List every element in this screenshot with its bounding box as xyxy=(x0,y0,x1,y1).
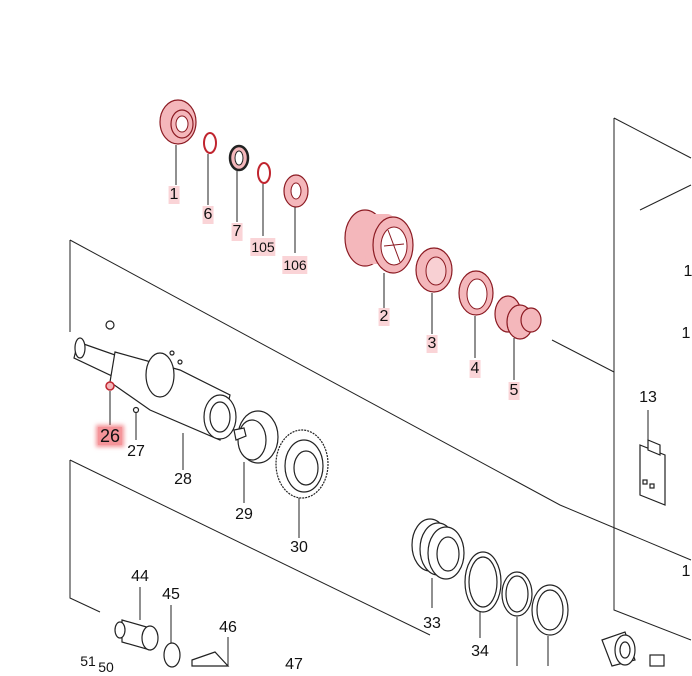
part-29-cam[interactable] xyxy=(233,410,279,503)
label-part-50[interactable]: 50 xyxy=(98,659,114,675)
part-106-washer[interactable] xyxy=(283,174,309,253)
part-4-ring[interactable] xyxy=(458,270,494,358)
part-27-ball[interactable] xyxy=(132,406,140,441)
label-part-26-selected[interactable]: 26 xyxy=(97,426,123,446)
part-5-boot[interactable] xyxy=(494,295,542,380)
label-part-13[interactable]: 13 xyxy=(639,389,657,406)
label-part-6[interactable]: 6 xyxy=(202,206,214,224)
part-105-ring[interactable] xyxy=(257,162,271,236)
label-edge-1c[interactable]: 1 xyxy=(681,563,691,580)
label-part-27[interactable]: 27 xyxy=(127,443,145,460)
part-46-part[interactable] xyxy=(191,637,230,667)
part-45-oring[interactable] xyxy=(163,605,181,668)
label-part-47[interactable]: 47 xyxy=(285,656,303,673)
part-34-ring[interactable] xyxy=(464,551,502,638)
label-part-44[interactable]: 44 xyxy=(131,568,149,585)
part-26-ball[interactable] xyxy=(105,381,115,425)
label-part-4[interactable]: 4 xyxy=(469,360,481,378)
part-1-seal[interactable] xyxy=(159,99,197,185)
label-part-5[interactable]: 5 xyxy=(508,382,520,400)
part-13-switch[interactable] xyxy=(639,410,666,506)
label-part-3[interactable]: 3 xyxy=(426,335,438,353)
label-part-105[interactable]: 105 xyxy=(250,238,276,256)
label-part-106[interactable]: 106 xyxy=(282,256,308,274)
label-part-51[interactable]: 51 xyxy=(80,653,96,669)
ring-a[interactable] xyxy=(501,571,533,666)
label-edge-1[interactable]: 1 xyxy=(683,263,692,280)
label-part-28[interactable]: 28 xyxy=(174,471,192,488)
label-part-46[interactable]: 46 xyxy=(219,619,237,636)
part-30-gear[interactable] xyxy=(275,429,329,538)
label-edge-1b[interactable]: 1 xyxy=(681,325,691,342)
label-part-30[interactable]: 30 xyxy=(290,539,308,556)
label-part-34[interactable]: 34 xyxy=(471,643,489,660)
part-28-spindle[interactable] xyxy=(73,320,237,470)
label-part-33[interactable]: 33 xyxy=(423,615,441,632)
part-44-bearing[interactable] xyxy=(114,587,159,651)
part-3-ring[interactable] xyxy=(415,247,453,334)
panel-lines xyxy=(69,117,692,641)
label-part-2[interactable]: 2 xyxy=(378,308,390,326)
label-part-29[interactable]: 29 xyxy=(235,506,253,523)
part-6-ring[interactable] xyxy=(203,132,217,205)
part-7-washer[interactable] xyxy=(228,144,250,222)
part-33-spring[interactable] xyxy=(411,518,465,608)
label-part-45[interactable]: 45 xyxy=(162,586,180,603)
part-2-sleeve[interactable] xyxy=(344,209,414,308)
ring-b[interactable] xyxy=(531,584,569,666)
label-part-1[interactable]: 1 xyxy=(168,186,180,204)
label-part-7[interactable]: 7 xyxy=(231,223,243,241)
bottom-right-parts[interactable] xyxy=(601,631,665,667)
